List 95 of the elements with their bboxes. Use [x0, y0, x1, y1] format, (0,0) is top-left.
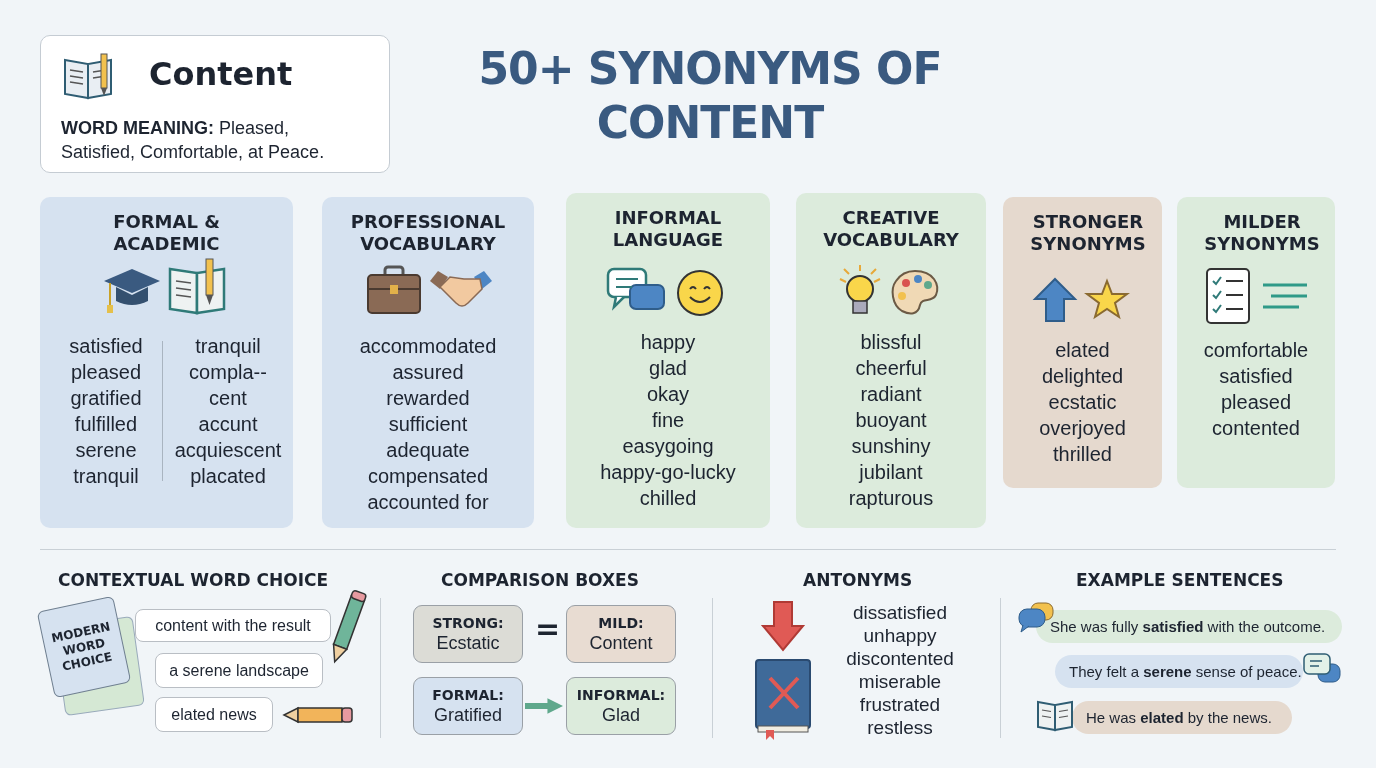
comparison-box	[566, 677, 676, 735]
panel-heading: MILDER SYNONYMS	[1203, 211, 1321, 255]
example-sentence: They felt a serene sense of peace.	[1069, 663, 1302, 680]
phrase-text: elated news	[171, 705, 257, 724]
synonym-word: blissful	[860, 331, 922, 353]
synonym-word: contented	[1212, 417, 1300, 439]
synonym-word: rewarded	[386, 387, 470, 409]
synonym-word: tranquil	[73, 465, 139, 487]
synonym-word: compensated	[367, 465, 489, 487]
synonym-word: ecstatic	[1048, 391, 1117, 413]
word-meaning: WORD MEANING: Pleased, Satisfied, Comfortable, at Peace.	[61, 117, 326, 164]
synonym-word: rapturous	[848, 487, 934, 509]
example-sentence: She was fully satisfied with the outcome.	[1050, 618, 1326, 635]
section-heading: ANTONYMS	[803, 570, 913, 590]
synonym-word: comfortable	[1203, 339, 1309, 361]
phrase-text: a serene landscape	[169, 661, 309, 680]
synonym-word: sunshiny	[851, 435, 931, 457]
synonym-word: serene	[75, 439, 137, 461]
antonym-word: dissatisfied	[853, 602, 947, 623]
panel-heading: FORMAL & ACADEMIC	[112, 211, 221, 255]
speech-bubble	[1072, 701, 1292, 734]
synonym-word: buoyant	[855, 409, 927, 431]
synonym-word: fulfilled	[74, 413, 138, 435]
synonym-word: delighted	[1041, 365, 1124, 387]
antonym-word: miserable	[858, 671, 942, 692]
comparison-label: FORMAL:	[432, 686, 504, 704]
synonym-word: fine	[651, 409, 685, 431]
comparison-word: Glad	[602, 704, 640, 726]
comparison-label: STRONG:	[432, 614, 504, 632]
comparison-box	[413, 605, 523, 663]
antonym-word: frustrated	[859, 694, 941, 715]
comparison-word: Content	[589, 632, 653, 654]
equals-sign: =	[535, 612, 561, 646]
category-panel	[40, 197, 293, 528]
section-heading: EXAMPLE SENTENCES	[1076, 570, 1284, 590]
synonym-word: cheerful	[855, 357, 927, 379]
panel-heading: CREATIVE VOCABULARY	[822, 207, 960, 251]
synonym-word: cent	[209, 387, 247, 409]
comparison-word: Gratified	[434, 704, 502, 726]
synonym-word: overjoyed	[1039, 417, 1126, 439]
synonym-word: happy	[640, 331, 696, 353]
synonym-word: gratified	[70, 387, 142, 409]
synonym-word: radiant	[860, 383, 922, 405]
category-panel	[796, 193, 986, 528]
panel-heading: INFORMAL LANGUAGE	[611, 207, 725, 251]
card-title: MODERN WORD CHOICE	[49, 618, 115, 676]
synonym-word: jubilant	[859, 461, 923, 483]
example-sentence: He was elated by the news.	[1086, 709, 1272, 726]
synonym-word: pleased	[70, 361, 142, 383]
synonym-word: glad	[649, 357, 687, 379]
synonym-word: compla--	[189, 361, 267, 383]
word-card	[40, 35, 390, 173]
synonym-word: pleased	[1220, 391, 1292, 413]
synonym-word: satisfied	[1219, 365, 1293, 387]
synonym-word: tranquil	[195, 335, 261, 357]
synonym-word: easygoing	[622, 435, 714, 457]
arrow	[525, 698, 564, 714]
section-heading: CONTEXTUAL WORD CHOICE	[58, 570, 329, 590]
speech-bubble	[1036, 610, 1342, 643]
section-heading: COMPARISON BOXES	[441, 570, 639, 590]
synonym-word: sufficient	[388, 413, 468, 435]
synonym-word: assured	[392, 361, 464, 383]
synonym-word: adequate	[386, 439, 470, 461]
synonym-word: placated	[190, 465, 266, 487]
synonym-word: accounted for	[367, 491, 489, 513]
word-heading: Content	[149, 54, 293, 94]
synonym-word: accommodated	[359, 335, 497, 357]
panel-heading: STRONGER SYNONYMS	[1029, 211, 1147, 255]
category-panel	[1177, 197, 1335, 488]
phrase-box	[135, 609, 331, 642]
synonym-word: happy-go-lucky	[600, 461, 736, 483]
antonym-word: restless	[867, 717, 933, 738]
synonym-word: chilled	[639, 487, 697, 509]
synonym-word: okay	[646, 383, 690, 405]
phrase-text: content with the result	[155, 616, 311, 635]
category-panel	[566, 193, 770, 528]
synonym-word: thrilled	[1053, 443, 1112, 465]
comparison-label: MILD:	[598, 614, 644, 632]
synonym-word: satisfied	[69, 335, 143, 357]
antonym-word: discontented	[846, 648, 954, 669]
category-panel	[1003, 197, 1162, 488]
synonym-word: elated	[1055, 339, 1110, 361]
speech-bubble	[1055, 655, 1303, 688]
synonym-word: accunt	[198, 413, 258, 435]
comparison-box	[566, 605, 676, 663]
antonym-word: unhappy	[863, 625, 937, 646]
phrase-box	[155, 697, 273, 732]
phrase-box	[155, 653, 323, 688]
comparison-word: Ecstatic	[436, 632, 500, 654]
comparison-label: INFORMAL:	[576, 686, 666, 704]
panel-heading: PROFESSIONAL VOCABULARY	[349, 211, 507, 255]
comparison-box	[413, 677, 523, 735]
synonym-word: acquiescent	[174, 439, 282, 461]
page-title: 50+ SYNONYMS OF CONTENT	[477, 42, 943, 150]
category-panel	[322, 197, 534, 528]
